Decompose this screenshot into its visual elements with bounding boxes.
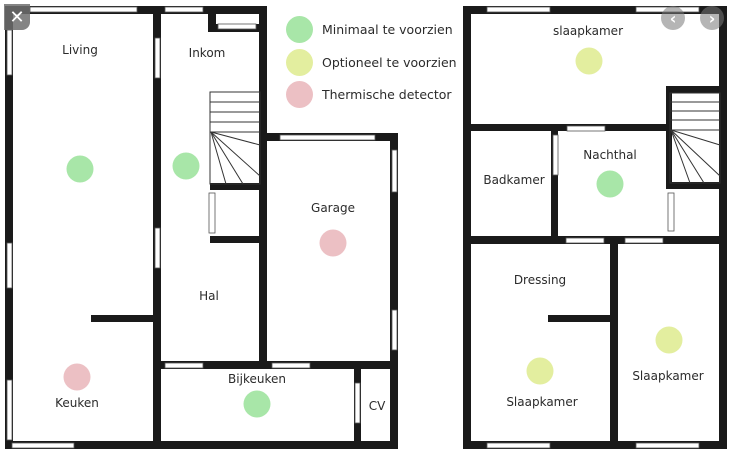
next-button[interactable]: › <box>700 6 724 30</box>
room-label-slaapkamer-top: slaapkamer <box>552 24 624 38</box>
room-label-garage: Garage <box>311 201 355 215</box>
room-label-nachthal: Nachthal <box>583 148 637 162</box>
chevron-right-icon: › <box>708 8 716 28</box>
legend-label: Minimaal te voorzien <box>322 22 453 37</box>
detector-slaapkamer-right <box>655 326 683 354</box>
legend-label: Optioneel te voorzien <box>322 55 457 70</box>
first-floor-stairs <box>669 92 721 184</box>
room-label-inkom: Inkom <box>188 46 226 60</box>
room-label-keuken: Keuken <box>55 396 99 410</box>
close-icon: ✕ <box>9 6 25 28</box>
chevron-left-icon: ‹ <box>669 8 677 28</box>
room-label-hal: Hal <box>199 289 219 303</box>
room-label-badkamer: Badkamer <box>483 173 545 187</box>
previous-button[interactable]: ‹ <box>661 6 685 30</box>
legend-item-optioneel: Optioneel te voorzien <box>286 49 457 76</box>
room-label-slaapkamer-left: Slaapkamer <box>506 395 578 409</box>
legend-dot-pink <box>286 81 313 108</box>
legend-label: Thermische detector <box>322 87 452 102</box>
detector-slaapkamer-top <box>575 47 603 75</box>
room-label-slaapkamer-right: Slaapkamer <box>632 369 704 383</box>
ground-floor-stairs <box>209 91 261 185</box>
room-label-cv: CV <box>368 399 386 413</box>
detector-keuken <box>63 363 91 391</box>
legend-item-thermisch: Thermische detector <box>286 81 452 108</box>
legend-item-minimaal: Minimaal te voorzien <box>286 16 453 43</box>
room-label-bijkeuken: Bijkeuken <box>228 372 286 386</box>
detector-inkom <box>172 152 200 180</box>
detector-garage <box>319 229 347 257</box>
legend-dot-green <box>286 16 313 43</box>
detector-bijkeuken <box>243 390 271 418</box>
close-button[interactable]: ✕ <box>4 4 30 30</box>
detector-slaapkamer-left <box>526 357 554 385</box>
room-label-living: Living <box>62 43 98 57</box>
detector-living <box>66 155 94 183</box>
detector-nachthal <box>596 170 624 198</box>
room-label-dressing: Dressing <box>513 273 567 287</box>
ground-floor-windows <box>6 6 398 449</box>
legend-dot-yellow <box>286 49 313 76</box>
